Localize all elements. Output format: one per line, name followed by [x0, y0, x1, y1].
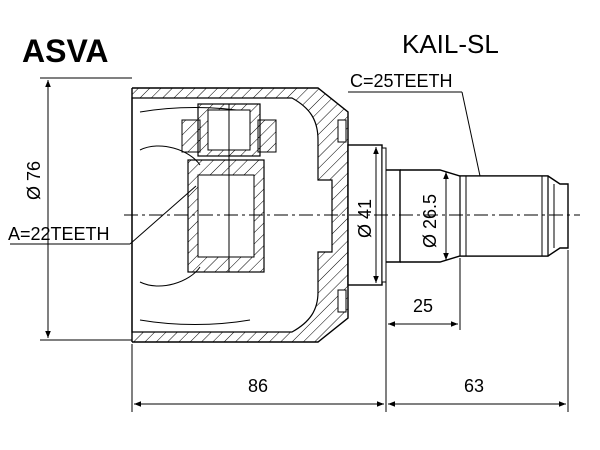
outer-splines-callout: C=25TEETH [348, 71, 481, 177]
dim-shaft-length-label: 25 [413, 296, 433, 316]
dim-housing-length: 86 [131, 286, 387, 412]
part-number: KAIL-SL [402, 29, 499, 59]
dim-stem-length: 63 [388, 250, 569, 412]
tripod-roller [181, 103, 277, 160]
dim-shaft-diameter-label: Ø 26.5 [420, 194, 440, 248]
brand-logo: ASVA [22, 33, 109, 69]
dim-housing-length-label: 86 [248, 376, 268, 396]
dim-housing-diameter: Ø 76 [24, 77, 132, 341]
dim-flange-diameter-label: Ø 41 [355, 199, 375, 238]
outer-splines-label: C=25TEETH [350, 71, 453, 91]
dim-shaft-diameter: Ø 26.5 [420, 172, 449, 260]
inner-splines-callout: A=22TEETH [8, 185, 197, 245]
spline-hub [187, 159, 265, 273]
dim-housing-diameter-label: Ø 76 [24, 161, 44, 200]
inner-splines-text: A=22TEETH [8, 224, 110, 244]
stem-shaft [400, 169, 569, 263]
dim-stem-length-label: 63 [464, 376, 484, 396]
dim-shaft-length: 25 [385, 258, 461, 330]
dim-flange-diameter: Ø 41 [355, 147, 379, 283]
